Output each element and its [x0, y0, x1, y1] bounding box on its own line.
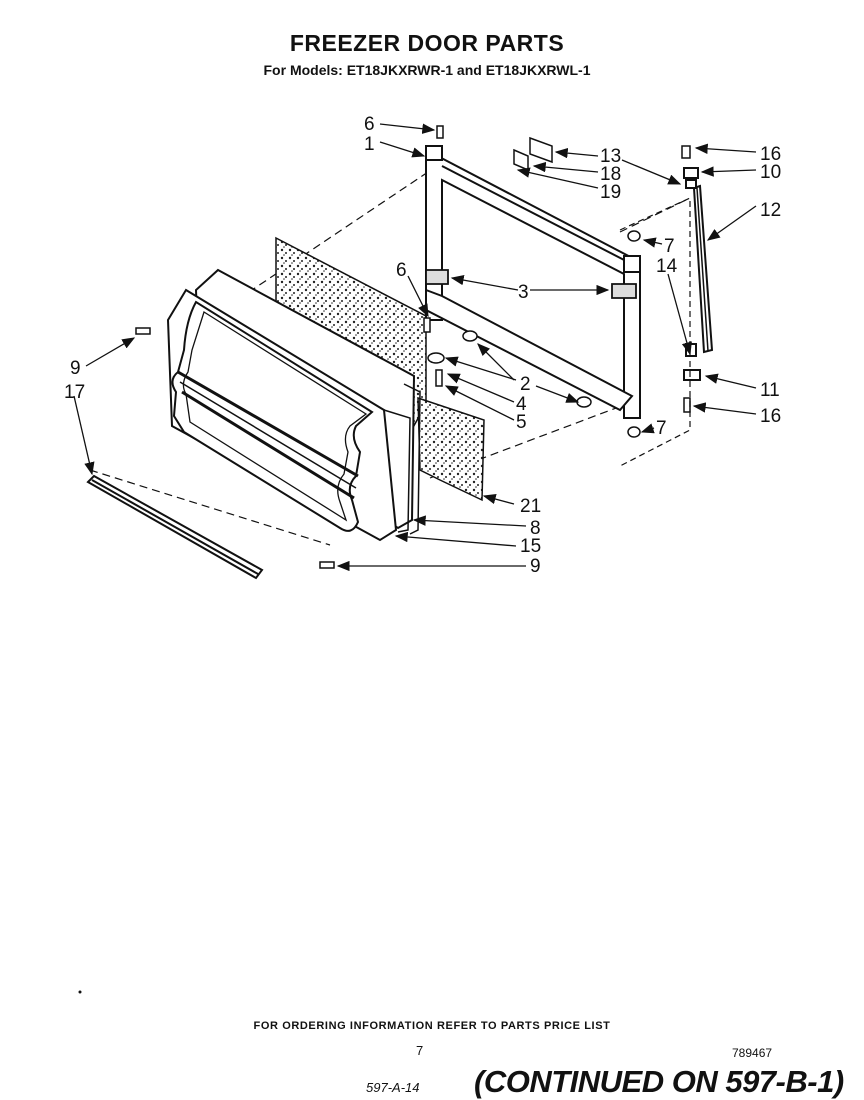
stray-dot [78, 990, 82, 994]
page-number: 7 [416, 1043, 424, 1058]
bottom-trim-strip [86, 474, 264, 580]
screw [135, 125, 691, 569]
callout: 16 [760, 406, 781, 427]
door-handle [683, 167, 714, 381]
callout-labels: 6 1 13 18 19 16 10 12 7 3 14 6 2 4 5 9 1… [64, 114, 781, 577]
door-frame [425, 145, 641, 419]
callout: 17 [64, 382, 85, 403]
callout: 6 [396, 260, 407, 281]
door-liner [171, 300, 374, 532]
page-title: FREEZER DOOR PARTS [289, 30, 565, 56]
callout: 1 [364, 134, 375, 155]
continued-note: (CONTINUED ON 597-B-1) [474, 1064, 844, 1099]
callout: 15 [520, 536, 541, 557]
handle-bracket [619, 197, 691, 467]
callout: 12 [760, 200, 781, 221]
diagram-number: 789467 [732, 1046, 773, 1060]
door-gasket [383, 383, 421, 535]
callout: 7 [664, 236, 675, 257]
callout: 13 [600, 146, 621, 167]
hinge-bracket [425, 269, 637, 299]
callout: 14 [656, 256, 678, 277]
callout: 19 [600, 182, 621, 203]
callout: 2 [520, 374, 531, 395]
callout: 11 [760, 380, 780, 401]
callout: 16 [760, 144, 781, 165]
ordering-note: FOR ORDERING INFORMATION REFER TO PARTS … [253, 1020, 611, 1032]
callout: 10 [760, 162, 781, 183]
callout: 18 [600, 164, 621, 185]
callout: 4 [516, 394, 527, 415]
callout: 5 [516, 412, 527, 433]
models-subtitle: For Models: ET18JKXRWR-1 and ET18JKXRWL-… [263, 62, 591, 78]
callout: 3 [518, 282, 529, 303]
callout: 21 [520, 496, 541, 517]
leader-lines [73, 123, 757, 572]
callout: 7 [656, 418, 667, 439]
callout: 9 [530, 556, 541, 577]
callout: 8 [530, 518, 541, 539]
callout: 6 [364, 114, 375, 135]
callout: 9 [70, 358, 81, 379]
page-reference: 597-A-14 [366, 1080, 420, 1095]
shim-plate [513, 136, 553, 172]
